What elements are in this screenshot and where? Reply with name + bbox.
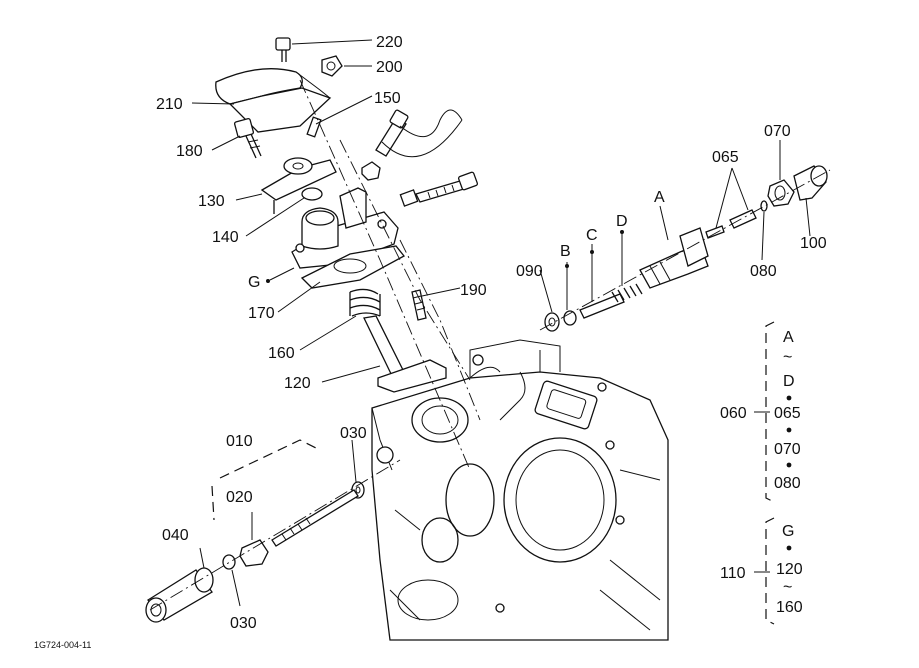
part-040-cap [145,567,214,623]
part-090-washer [544,312,560,332]
callout-010: 010 [226,433,253,450]
part-210-cover [215,68,332,133]
part-160-spring [349,288,381,317]
group-060-bullet [786,395,792,401]
callout-d-dot [620,230,624,234]
group-060-item-065: 065 [774,405,801,422]
group-060-bullet [786,462,792,468]
group-110: 110 G 120 ~ 160 [720,517,803,625]
figure-code: 1G724-004-11 [34,640,91,650]
callout-210: 210 [156,96,183,113]
callout-190: 190 [460,282,487,299]
part-100-cap [793,165,828,201]
part-080-washer [760,200,768,212]
part-130-lever [260,157,337,214]
group-110-item-tilde: ~ [783,579,792,596]
callout-b-dot [565,264,569,268]
callout-g: G [248,274,260,291]
part-150-pin [306,116,322,138]
group-110-item-g: G [782,523,794,540]
group-110-bullet [786,545,792,551]
callout-070: 070 [764,123,791,140]
callout-065: 065 [712,149,739,166]
part-120-shaft [363,315,447,393]
callout-120: 120 [284,375,311,392]
part-c-rod [579,293,625,319]
part-220-bolt [275,37,291,62]
group-060-item-a: A [783,329,794,346]
engine-block [371,339,669,641]
callout-d: D [616,213,628,230]
part-020-nut [239,539,269,567]
callout-c: C [586,227,598,244]
part-140-washer [301,187,323,201]
callout-b: B [560,243,571,260]
callout-040: 040 [162,527,189,544]
callout-a: A [654,189,665,206]
group-060-item-d: D [783,373,795,390]
callout-c-dot [590,250,594,254]
group-060-bullet [786,427,792,433]
callout-140: 140 [212,229,239,246]
part-a-holder [639,227,709,289]
group-110-item-120: 120 [776,561,803,578]
callout-100: 100 [800,235,827,252]
callout-030-bottom: 030 [230,615,257,632]
callout-180: 180 [176,143,203,160]
callout-160: 160 [268,345,295,362]
group-060-item-070: 070 [774,441,801,458]
part-190-stud [411,289,427,321]
callout-g-dot [266,279,270,283]
part-030-washer-bottom [222,554,236,570]
callout-020: 020 [226,489,253,506]
callout-030-top: 030 [340,425,367,442]
part-070-nut [767,179,795,207]
part-d-spring [611,283,643,303]
leader-lines [191,39,811,607]
group-060: 060 A ~ D 065 070 080 [720,321,801,503]
callout-090: 090 [516,263,543,280]
group-060-item-tilde: ~ [783,349,792,366]
part-b-bush [563,310,577,326]
adjusting-bolt [361,109,478,203]
group-110-label: 110 [720,565,746,582]
callout-220: 220 [376,34,403,51]
governor-housing [291,187,419,269]
part-010-bracket [211,439,321,521]
callout-130: 130 [198,193,225,210]
part-200-nut [321,55,343,77]
part-010-bolt [271,489,359,547]
part-180-bolt [234,118,262,159]
group-060-item-080: 080 [774,475,801,492]
group-060-label: 060 [720,405,747,422]
callout-170: 170 [248,305,275,322]
part-065-spring [705,209,757,239]
group-110-item-160: 160 [776,599,803,616]
callout-080: 080 [750,263,777,280]
callout-200: 200 [376,59,403,76]
callout-150: 150 [374,90,401,107]
